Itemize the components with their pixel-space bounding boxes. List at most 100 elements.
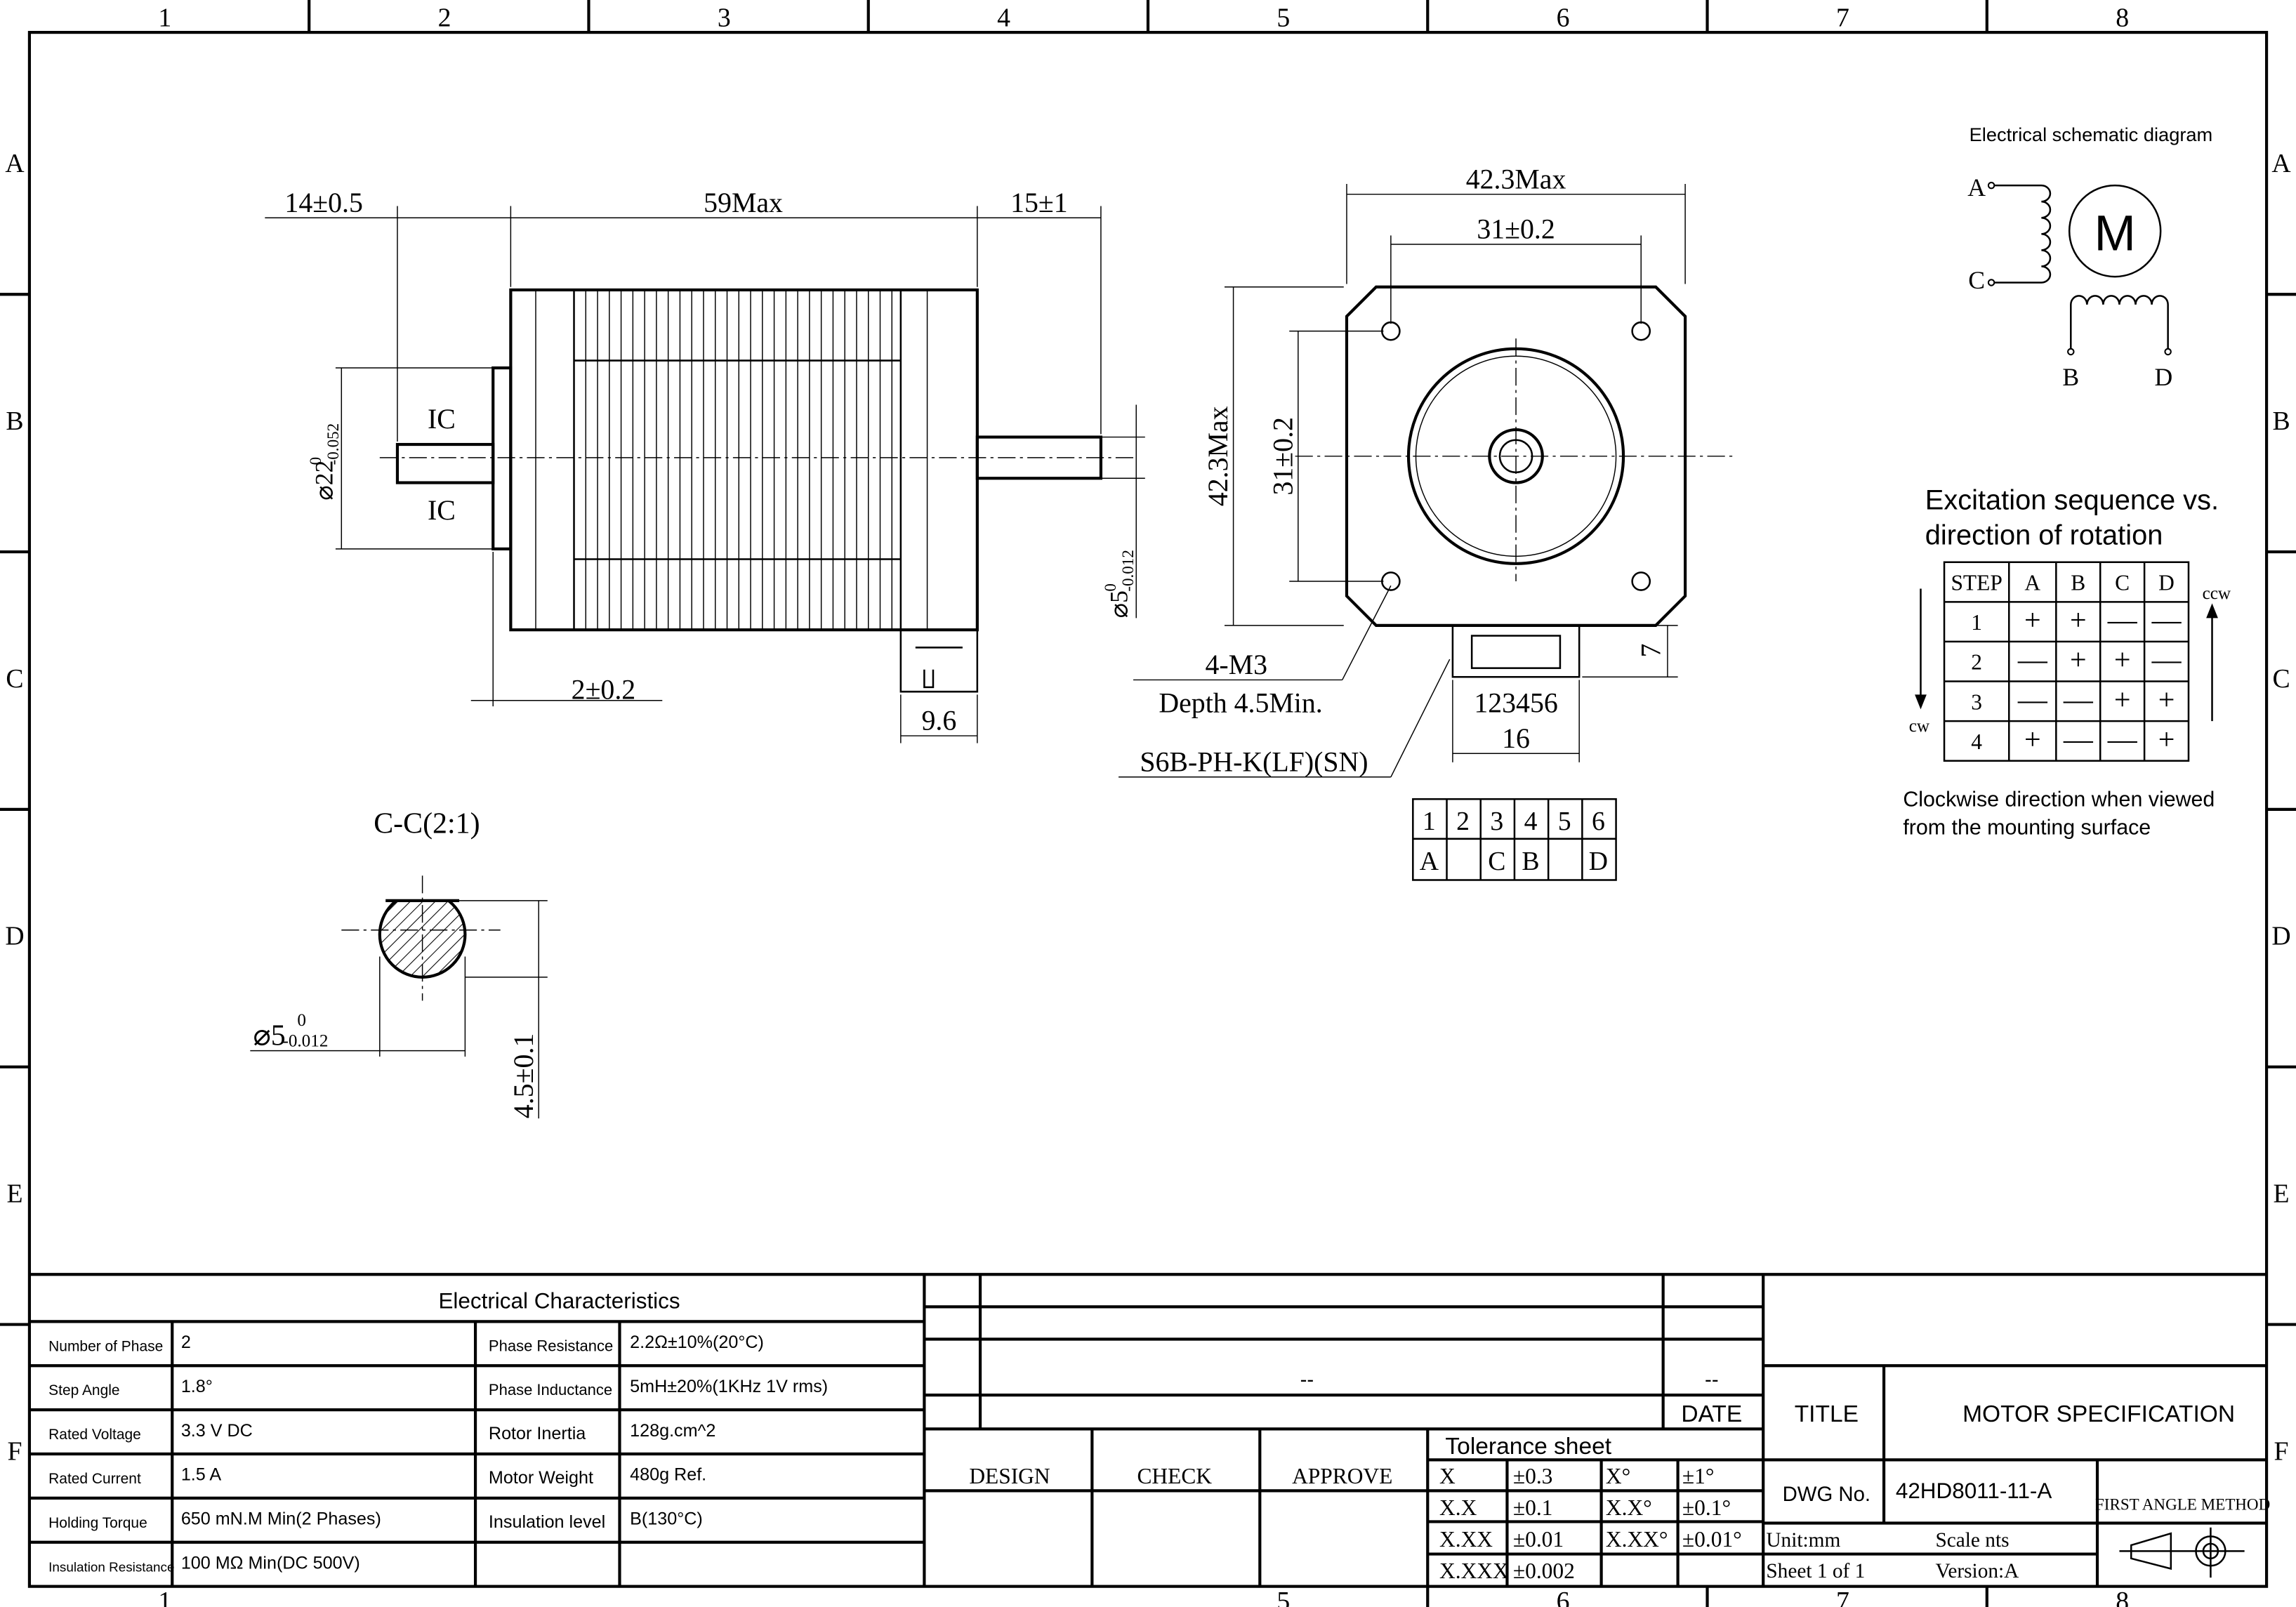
dim-height-max: 42.3Max bbox=[1203, 406, 1234, 506]
spec-value: 128g.cm^2 bbox=[630, 1421, 715, 1441]
excitation-cell: — bbox=[2151, 604, 2182, 637]
pin-numbers: 123456 bbox=[1474, 688, 1557, 719]
revision-value: -- bbox=[1300, 1368, 1314, 1391]
section-mark: IC bbox=[428, 404, 456, 435]
spec-label: Insulation level bbox=[489, 1512, 605, 1532]
spec-label: Insulation Resistance bbox=[48, 1560, 174, 1575]
col-label: 6 bbox=[1557, 4, 1570, 33]
projection-method: FIRST ANGLE METHOD bbox=[2095, 1495, 2270, 1514]
row-label: F bbox=[7, 1436, 22, 1466]
section-title: C-C(2:1) bbox=[374, 807, 480, 840]
shaft-tol-lower: -0.012 bbox=[1119, 550, 1137, 592]
excitation-cell: + bbox=[2158, 684, 2175, 716]
hole-depth: Depth 4.5Min. bbox=[1159, 688, 1322, 719]
unit: Unit:mm bbox=[1766, 1529, 1840, 1552]
excitation-cell: + bbox=[2114, 644, 2131, 677]
dim-connector-width: 16 bbox=[1502, 723, 1530, 754]
tolerance-cell: ±0.002 bbox=[1513, 1559, 1575, 1583]
excitation-cell: — bbox=[2063, 724, 2094, 756]
boss-tol-upper: 0 bbox=[306, 457, 324, 465]
col-label: 1 bbox=[158, 1587, 171, 1607]
spec-label: Holding Torque bbox=[48, 1515, 147, 1531]
excitation-cell: 3 bbox=[1971, 689, 1982, 714]
excitation-cell: + bbox=[2024, 604, 2041, 637]
spec-label: Step Angle bbox=[48, 1382, 119, 1398]
spec-value: 2 bbox=[181, 1332, 191, 1352]
pin-number: 1 bbox=[1423, 807, 1436, 836]
dim-connector: 9.6 bbox=[921, 706, 956, 736]
tolerance-cell: X bbox=[1439, 1464, 1456, 1488]
tolerance-cell: ±0.3 bbox=[1513, 1464, 1553, 1488]
col-label: 8 bbox=[2116, 1587, 2129, 1607]
title-label: TITLE bbox=[1795, 1401, 1859, 1427]
dim-front-shaft: 14±0.5 bbox=[284, 187, 362, 218]
ccw-label: ccw bbox=[2203, 584, 2231, 603]
electrical-title: Electrical Characteristics bbox=[438, 1288, 680, 1313]
schematic-title: Electrical schematic diagram bbox=[1970, 124, 2213, 145]
electrical-schematic: Electrical schematic diagram M A C B D bbox=[1967, 124, 2212, 391]
dim-boss: 2±0.2 bbox=[572, 675, 636, 706]
tolerance-cell: X.XXX bbox=[1439, 1559, 1509, 1583]
col-label: 5 bbox=[1276, 1587, 1290, 1607]
excitation-cell: + bbox=[2070, 604, 2087, 637]
motor-side-view: 14±0.5 59Max 15±1 IC IC 2±0.2 9.6 ⌀22 0 … bbox=[265, 187, 1145, 743]
date-value: -- bbox=[1705, 1368, 1719, 1391]
excitation-cell: — bbox=[2017, 684, 2048, 716]
tolerance-cell: X.XX° bbox=[1606, 1527, 1668, 1552]
tolerance-cell: ±0.1 bbox=[1513, 1495, 1553, 1520]
spec-label: Phase Resistance bbox=[489, 1337, 613, 1354]
row-label: B bbox=[2272, 406, 2290, 436]
tolerance-cell: ±0.01° bbox=[1682, 1527, 1742, 1552]
terminal-label: B bbox=[2062, 363, 2079, 391]
tolerance-cell: ±1° bbox=[1682, 1464, 1715, 1488]
dim-connector-height: 7 bbox=[1635, 644, 1666, 658]
spec-label: Rated Voltage bbox=[48, 1427, 141, 1443]
pin-signal: B bbox=[1522, 847, 1539, 876]
excitation-cell: + bbox=[2114, 684, 2131, 716]
col-label: 7 bbox=[1836, 4, 1849, 33]
section-mark: IC bbox=[428, 495, 456, 526]
spec-label: Rotor Inertia bbox=[489, 1424, 586, 1443]
terminal-label: A bbox=[1967, 173, 1986, 201]
excitation-header: B bbox=[2071, 571, 2085, 595]
dim-hole-pitch: 31±0.2 bbox=[1477, 214, 1555, 245]
spec-value: B(130°C) bbox=[630, 1509, 703, 1529]
dwg-label: DWG No. bbox=[1783, 1483, 1871, 1506]
col-label: 6 bbox=[1557, 1587, 1570, 1607]
excitation-header: C bbox=[2115, 571, 2130, 595]
col-label: 3 bbox=[718, 4, 731, 33]
pin-number: 2 bbox=[1456, 807, 1470, 836]
spec-value: 650 mN.M Min(2 Phases) bbox=[181, 1509, 381, 1529]
title-block: TITLE MOTOR SPECIFICATION DWG No. 42HD80… bbox=[1763, 1364, 2270, 1587]
excitation-cell: + bbox=[2024, 724, 2041, 756]
excitation-cell: 1 bbox=[1971, 610, 1982, 635]
row-label: C bbox=[2272, 664, 2290, 694]
spec-label: Phase Inductance bbox=[489, 1381, 612, 1398]
excitation-header: A bbox=[2024, 571, 2040, 595]
shaft-diameter: ⌀5 bbox=[1105, 590, 1133, 618]
dim-width-max: 42.3Max bbox=[1466, 164, 1566, 194]
sheet-number: Sheet 1 of 1 bbox=[1766, 1560, 1865, 1582]
row-label: D bbox=[2271, 922, 2290, 951]
row-label: A bbox=[2271, 149, 2290, 178]
tolerance-cell: X.XX bbox=[1439, 1527, 1493, 1552]
check-label: CHECK bbox=[1137, 1464, 1212, 1488]
tolerance-cell: ±0.01 bbox=[1513, 1527, 1564, 1552]
section-c-c: C-C(2:1) ⌀5 0 -0.012 4.5±0.1 bbox=[250, 807, 548, 1119]
boss-diameter: ⌀22 bbox=[310, 461, 338, 501]
pin-table: 1 2 3 4 5 6 A C B D bbox=[1412, 798, 1617, 881]
spec-value: 480g Ref. bbox=[630, 1465, 706, 1485]
excitation-cell: — bbox=[2107, 724, 2138, 756]
excitation-sequence: Excitation sequence vs. direction of rot… bbox=[1903, 484, 2231, 839]
rotation-note: from the mounting surface bbox=[1903, 816, 2151, 840]
spec-value: 1.5 A bbox=[181, 1465, 222, 1485]
motor-front-view: 42.3Max 31±0.2 123456 16 4-M3 Depth 4.5M… bbox=[1119, 164, 1737, 778]
col-label: 1 bbox=[158, 4, 171, 33]
excitation-cell: — bbox=[2107, 604, 2138, 637]
boss-tol-lower: -0.052 bbox=[324, 423, 342, 465]
col-label: 8 bbox=[2116, 4, 2129, 33]
version: Version:A bbox=[1935, 1560, 2019, 1582]
dim-rear-shaft: 15±1 bbox=[1010, 187, 1068, 218]
